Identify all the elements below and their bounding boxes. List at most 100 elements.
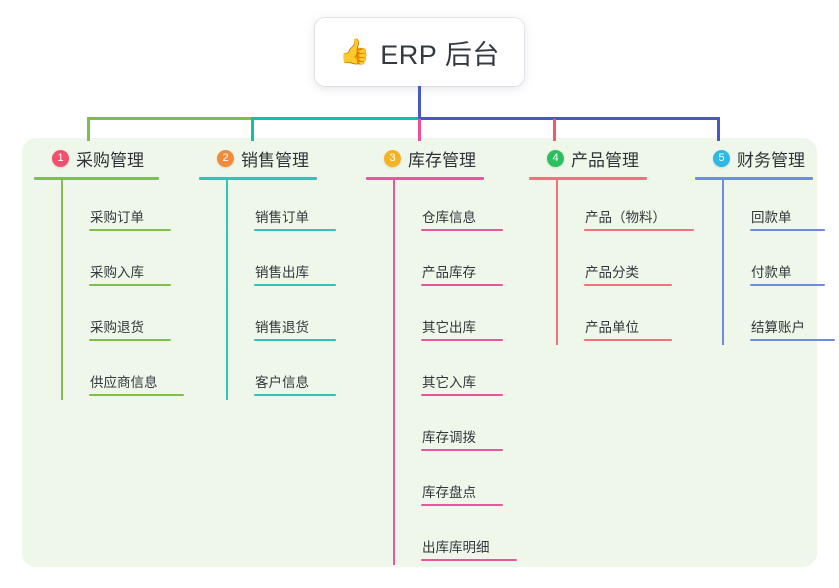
branch-item-underline [421, 229, 503, 231]
branch-title-label: 采购管理 [76, 150, 144, 170]
branch-item-list: 回款单付款单结算账户 [695, 180, 835, 345]
branch-item-label: 产品库存 [422, 265, 476, 280]
branch-item-underline [750, 284, 825, 286]
branch-item-list: 产品（物料） 产品分类产品单位 [529, 180, 694, 345]
branch-item-underline [584, 339, 672, 341]
branch-stem-2 [251, 119, 254, 141]
branch-item[interactable]: 其它出库 [394, 290, 503, 345]
branch-item-underline [254, 229, 336, 231]
branch-item-underline [89, 284, 171, 286]
branch-number-badge: 4 [547, 149, 564, 167]
branch-item[interactable]: 采购入库 [62, 235, 171, 290]
branch-item-label: 结算账户 [751, 320, 805, 335]
branch-item[interactable]: 出库库明细 [394, 510, 517, 565]
branch-item[interactable]: 销售订单 [227, 180, 336, 235]
root-node-label: ERP 后台 [380, 39, 500, 70]
branch-number-badge: 1 [52, 149, 69, 167]
branch-column-3: 3 库存管理仓库信息产品库存其它出库其它入库库存调拨库存盘点出库库明细 [366, 146, 517, 565]
branch-item[interactable]: 产品分类 [557, 235, 672, 290]
branch-item-label: 产品分类 [585, 265, 639, 280]
branch-item[interactable]: 仓库信息 [394, 180, 503, 235]
branch-item-underline [254, 284, 336, 286]
branch-item-underline [421, 284, 503, 286]
branch-item-list: 采购订单采购入库采购退货供应商信息 [34, 180, 184, 400]
branch-item-label: 供应商信息 [90, 375, 158, 390]
branch-item[interactable]: 采购退货 [62, 290, 171, 345]
branch-spine [61, 180, 63, 400]
branch-item-label: 出库库明细 [422, 540, 490, 555]
branch-column-4: 4 产品管理产品（物料） 产品分类产品单位 [529, 146, 694, 345]
branch-number-badge: 3 [384, 149, 401, 167]
thumbs-up-icon: 👍 [339, 37, 371, 66]
branch-item-label: 采购退货 [90, 320, 144, 335]
root-node-erp-backend[interactable]: 👍 ERP 后台 [315, 18, 524, 86]
branch-item[interactable]: 采购订单 [62, 180, 171, 235]
branch-item-label: 客户信息 [255, 375, 309, 390]
branch-header-underline [366, 177, 484, 180]
branch-stem-1 [87, 119, 90, 141]
branch-spine [556, 180, 558, 345]
branch-number-badge: 5 [713, 149, 730, 167]
branch-header-4[interactable]: 4 产品管理 [529, 146, 647, 170]
branch-item[interactable]: 销售出库 [227, 235, 336, 290]
branch-header-2[interactable]: 2 销售管理 [199, 146, 317, 170]
branch-item-label: 其它出库 [422, 320, 476, 335]
branch-header-underline [529, 177, 647, 180]
branch-item[interactable]: 客户信息 [227, 345, 336, 400]
branch-item-label: 销售出库 [255, 265, 309, 280]
branch-stem-3 [418, 119, 421, 141]
branch-spine [226, 180, 228, 400]
branch-item-label: 销售订单 [255, 210, 309, 225]
branch-title-label: 库存管理 [408, 150, 476, 170]
branch-title-label: 销售管理 [241, 150, 309, 170]
branch-item-underline [584, 284, 672, 286]
branch-item-underline [750, 339, 835, 341]
branch-stem-4 [553, 119, 556, 141]
branch-item-label: 采购入库 [90, 265, 144, 280]
branch-header-underline [695, 177, 813, 180]
diagram-background-panel [22, 138, 817, 567]
branch-item-underline [421, 339, 503, 341]
branch-item[interactable]: 销售退货 [227, 290, 336, 345]
branch-item[interactable]: 回款单 [723, 180, 825, 235]
branch-item-underline [421, 394, 503, 396]
branch-stem-5 [717, 119, 720, 141]
branch-header-underline [34, 177, 159, 180]
branch-number-badge: 2 [217, 149, 234, 167]
branch-item-underline [254, 339, 336, 341]
branch-item[interactable]: 产品库存 [394, 235, 503, 290]
branch-item[interactable]: 付款单 [723, 235, 825, 290]
branch-item-underline [421, 449, 503, 451]
branch-item[interactable]: 库存盘点 [394, 455, 503, 510]
branch-title-label: 产品管理 [571, 150, 639, 170]
branch-item-label: 采购订单 [90, 210, 144, 225]
branch-title-label: 财务管理 [737, 150, 805, 170]
branch-header-1[interactable]: 1 采购管理 [34, 146, 159, 170]
connector-bar-segment-blue [418, 117, 720, 120]
branch-item-underline [254, 394, 336, 396]
branch-column-5: 5 财务管理回款单付款单结算账户 [695, 146, 835, 345]
branch-header-3[interactable]: 3 库存管理 [366, 146, 484, 170]
branch-item-underline [89, 339, 171, 341]
branch-item-label: 产品（物料） [585, 210, 666, 225]
branch-item-label: 其它入库 [422, 375, 476, 390]
branch-item[interactable]: 其它入库 [394, 345, 503, 400]
branch-item-label: 库存盘点 [422, 485, 476, 500]
branch-item-underline [89, 229, 171, 231]
branch-item-underline [421, 559, 517, 561]
branch-item-label: 销售退货 [255, 320, 309, 335]
branch-item[interactable]: 库存调拨 [394, 400, 503, 455]
branch-item[interactable]: 产品单位 [557, 290, 672, 345]
branch-item[interactable]: 结算账户 [723, 290, 835, 345]
branch-header-5[interactable]: 5 财务管理 [695, 146, 813, 170]
branch-item-underline [89, 394, 184, 396]
branch-item-label: 库存调拨 [422, 430, 476, 445]
branch-item[interactable]: 供应商信息 [62, 345, 184, 400]
branch-spine [393, 180, 395, 565]
branch-item-label: 仓库信息 [422, 210, 476, 225]
branch-header-underline [199, 177, 317, 180]
branch-column-1: 1 采购管理采购订单采购入库采购退货供应商信息 [34, 146, 184, 400]
branch-column-2: 2 销售管理销售订单销售出库销售退货客户信息 [199, 146, 336, 400]
connector-bar-segment-green [87, 117, 253, 120]
branch-item[interactable]: 产品（物料） [557, 180, 694, 235]
